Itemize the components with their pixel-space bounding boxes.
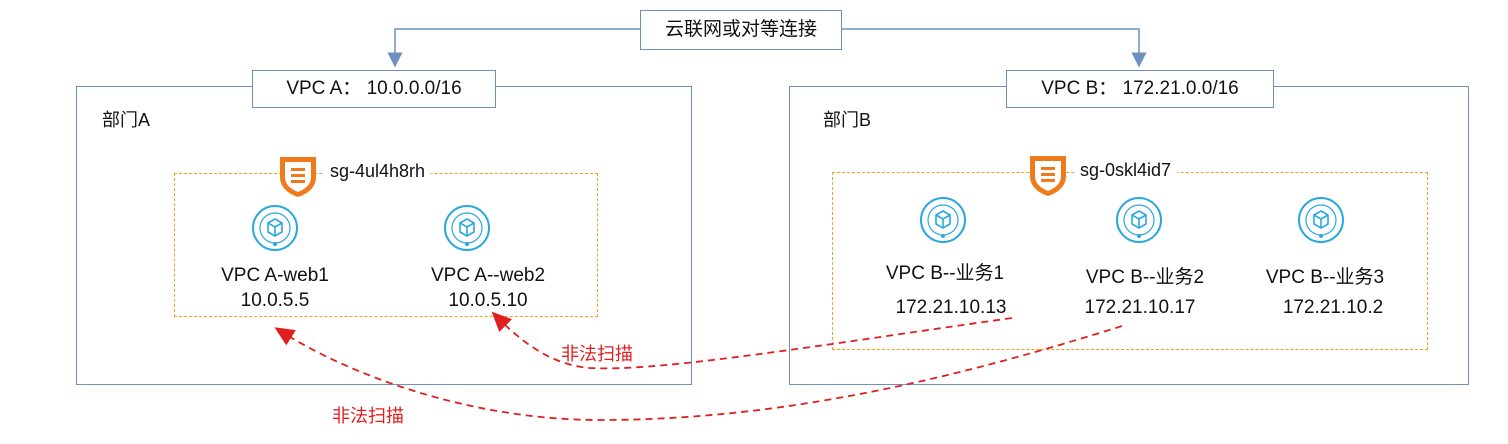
- vpc-a-title: VPC A： 10.0.0.0/16: [252, 70, 496, 108]
- instance-icon: [1114, 195, 1164, 245]
- sg-a-name: sg-4ul4h8rh: [324, 161, 432, 182]
- vpc-b-department: 部门B: [823, 110, 872, 130]
- vpc-b-biz1-name: VPC B--业务1: [885, 263, 1005, 284]
- peering-link-label: 云联网或对等连接: [640, 10, 842, 50]
- scan-label-upper: 非法扫描: [561, 344, 633, 364]
- link-line-a: [387, 28, 640, 68]
- link-line-b: [842, 28, 1147, 68]
- vpc-a-web1-ip: 10.0.5.5: [240, 290, 310, 311]
- instance-icon: [918, 195, 968, 245]
- shield-icon: [277, 153, 319, 199]
- scan-label-lower: 非法扫描: [332, 406, 404, 426]
- vpc-a-web2-name: VPC A--web2: [430, 265, 546, 286]
- vpc-b-biz3-ip: 172.21.10.2: [1282, 297, 1384, 318]
- scan-arrow-to-web1: [274, 325, 1123, 421]
- vpc-b-biz1-ip: 172.21.10.13: [895, 297, 1007, 318]
- sg-b-name: sg-0skl4id7: [1074, 160, 1178, 181]
- vpc-b-biz2-name: VPC B--业务2: [1085, 267, 1205, 288]
- instance-icon: [442, 203, 492, 253]
- vpc-b-title: VPC B： 172.21.0.0/16: [1006, 70, 1274, 108]
- vpc-b-biz2-ip: 172.21.10.17: [1084, 297, 1196, 318]
- instance-icon: [1296, 195, 1346, 245]
- vpc-a-web1-name: VPC A-web1: [221, 265, 329, 286]
- instance-icon: [250, 203, 300, 253]
- vpc-a-web2-ip: 10.0.5.10: [448, 290, 528, 311]
- scan-arrow-to-web2: [491, 311, 1013, 370]
- vpc-a-department: 部门A: [102, 110, 151, 130]
- shield-icon: [1027, 152, 1069, 198]
- vpc-b-biz3-name: VPC B--业务3: [1265, 267, 1385, 288]
